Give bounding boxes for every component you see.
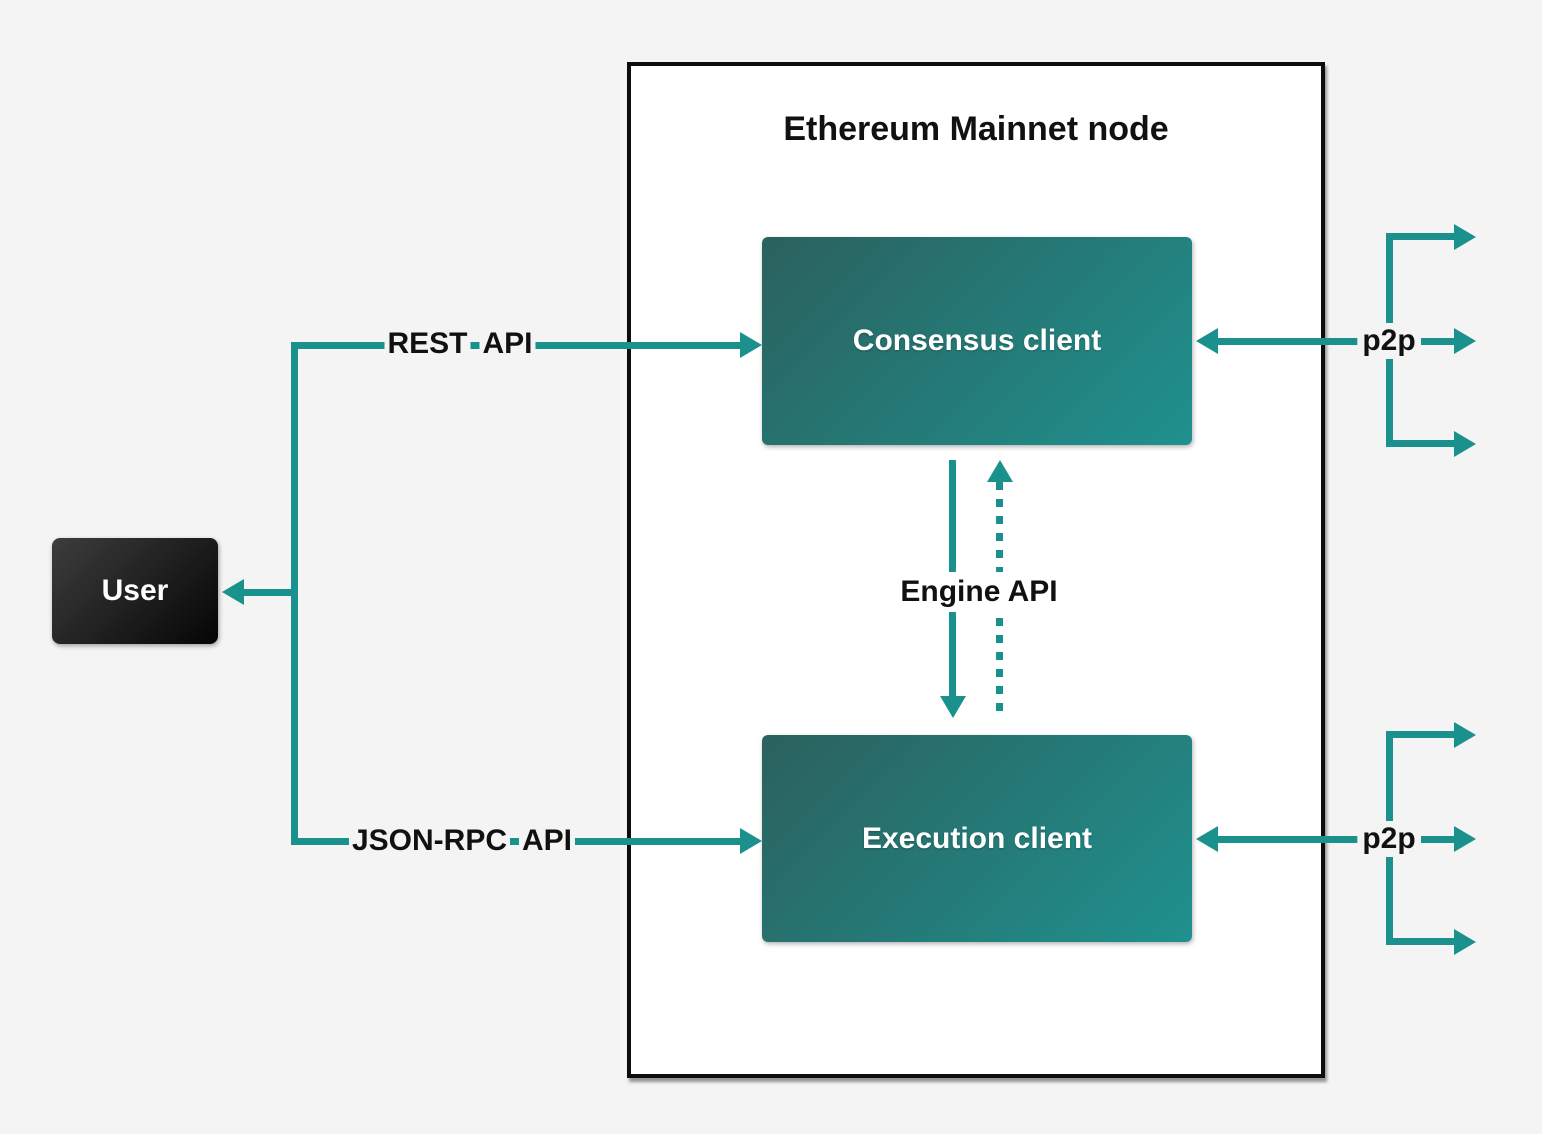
p2p-top-lower-arrowhead-icon: [1454, 431, 1476, 457]
jsonrpc-api-connector-line: [291, 838, 740, 845]
user-box: User: [52, 538, 218, 644]
p2p-bottom-in-arrowhead-icon: [1196, 826, 1218, 852]
consensus-client-box: Consensus client: [762, 237, 1192, 445]
p2p-bottom-middle-line: [1421, 836, 1456, 843]
user-arrowhead-icon: [222, 579, 244, 605]
p2p-bottom-in-line: [1218, 836, 1358, 843]
p2p-top-middle-arrowhead-icon: [1454, 328, 1476, 354]
p2p-bottom-upper-arrowhead-icon: [1454, 722, 1476, 748]
p2p-bottom-lower-line: [1386, 938, 1456, 945]
p2p-top-in-line: [1218, 338, 1358, 345]
rest-api-arrowhead-icon: [740, 332, 762, 358]
user-connector-line: [244, 589, 298, 596]
engine-api-label: Engine API: [892, 572, 1066, 612]
p2p-top-lower-line: [1386, 440, 1456, 447]
consensus-client-label: Consensus client: [852, 324, 1102, 357]
execution-client-box: Execution client: [762, 735, 1192, 942]
execution-client-label: Execution client: [861, 821, 1093, 855]
user-box-label: User: [101, 574, 169, 607]
p2p-bottom-label: p2p: [1357, 821, 1421, 857]
p2p-top-upper-line: [1386, 233, 1456, 240]
p2p-bottom-middle-arrowhead-icon: [1454, 826, 1476, 852]
rest-api-label: REST API: [384, 326, 536, 362]
jsonrpc-api-arrowhead-icon: [740, 828, 762, 854]
p2p-top-upper-arrowhead-icon: [1454, 224, 1476, 250]
p2p-top-middle-line: [1421, 338, 1456, 345]
engine-api-down-arrowhead-icon: [940, 696, 966, 718]
node-title: Ethereum Mainnet node: [783, 110, 1169, 148]
engine-api-up-arrowhead-icon: [987, 460, 1013, 482]
p2p-top-label: p2p: [1357, 323, 1421, 359]
p2p-bottom-lower-arrowhead-icon: [1454, 929, 1476, 955]
jsonrpc-api-label: JSON-RPC API: [348, 823, 576, 859]
p2p-bottom-upper-line: [1386, 731, 1456, 738]
p2p-top-in-arrowhead-icon: [1196, 328, 1218, 354]
